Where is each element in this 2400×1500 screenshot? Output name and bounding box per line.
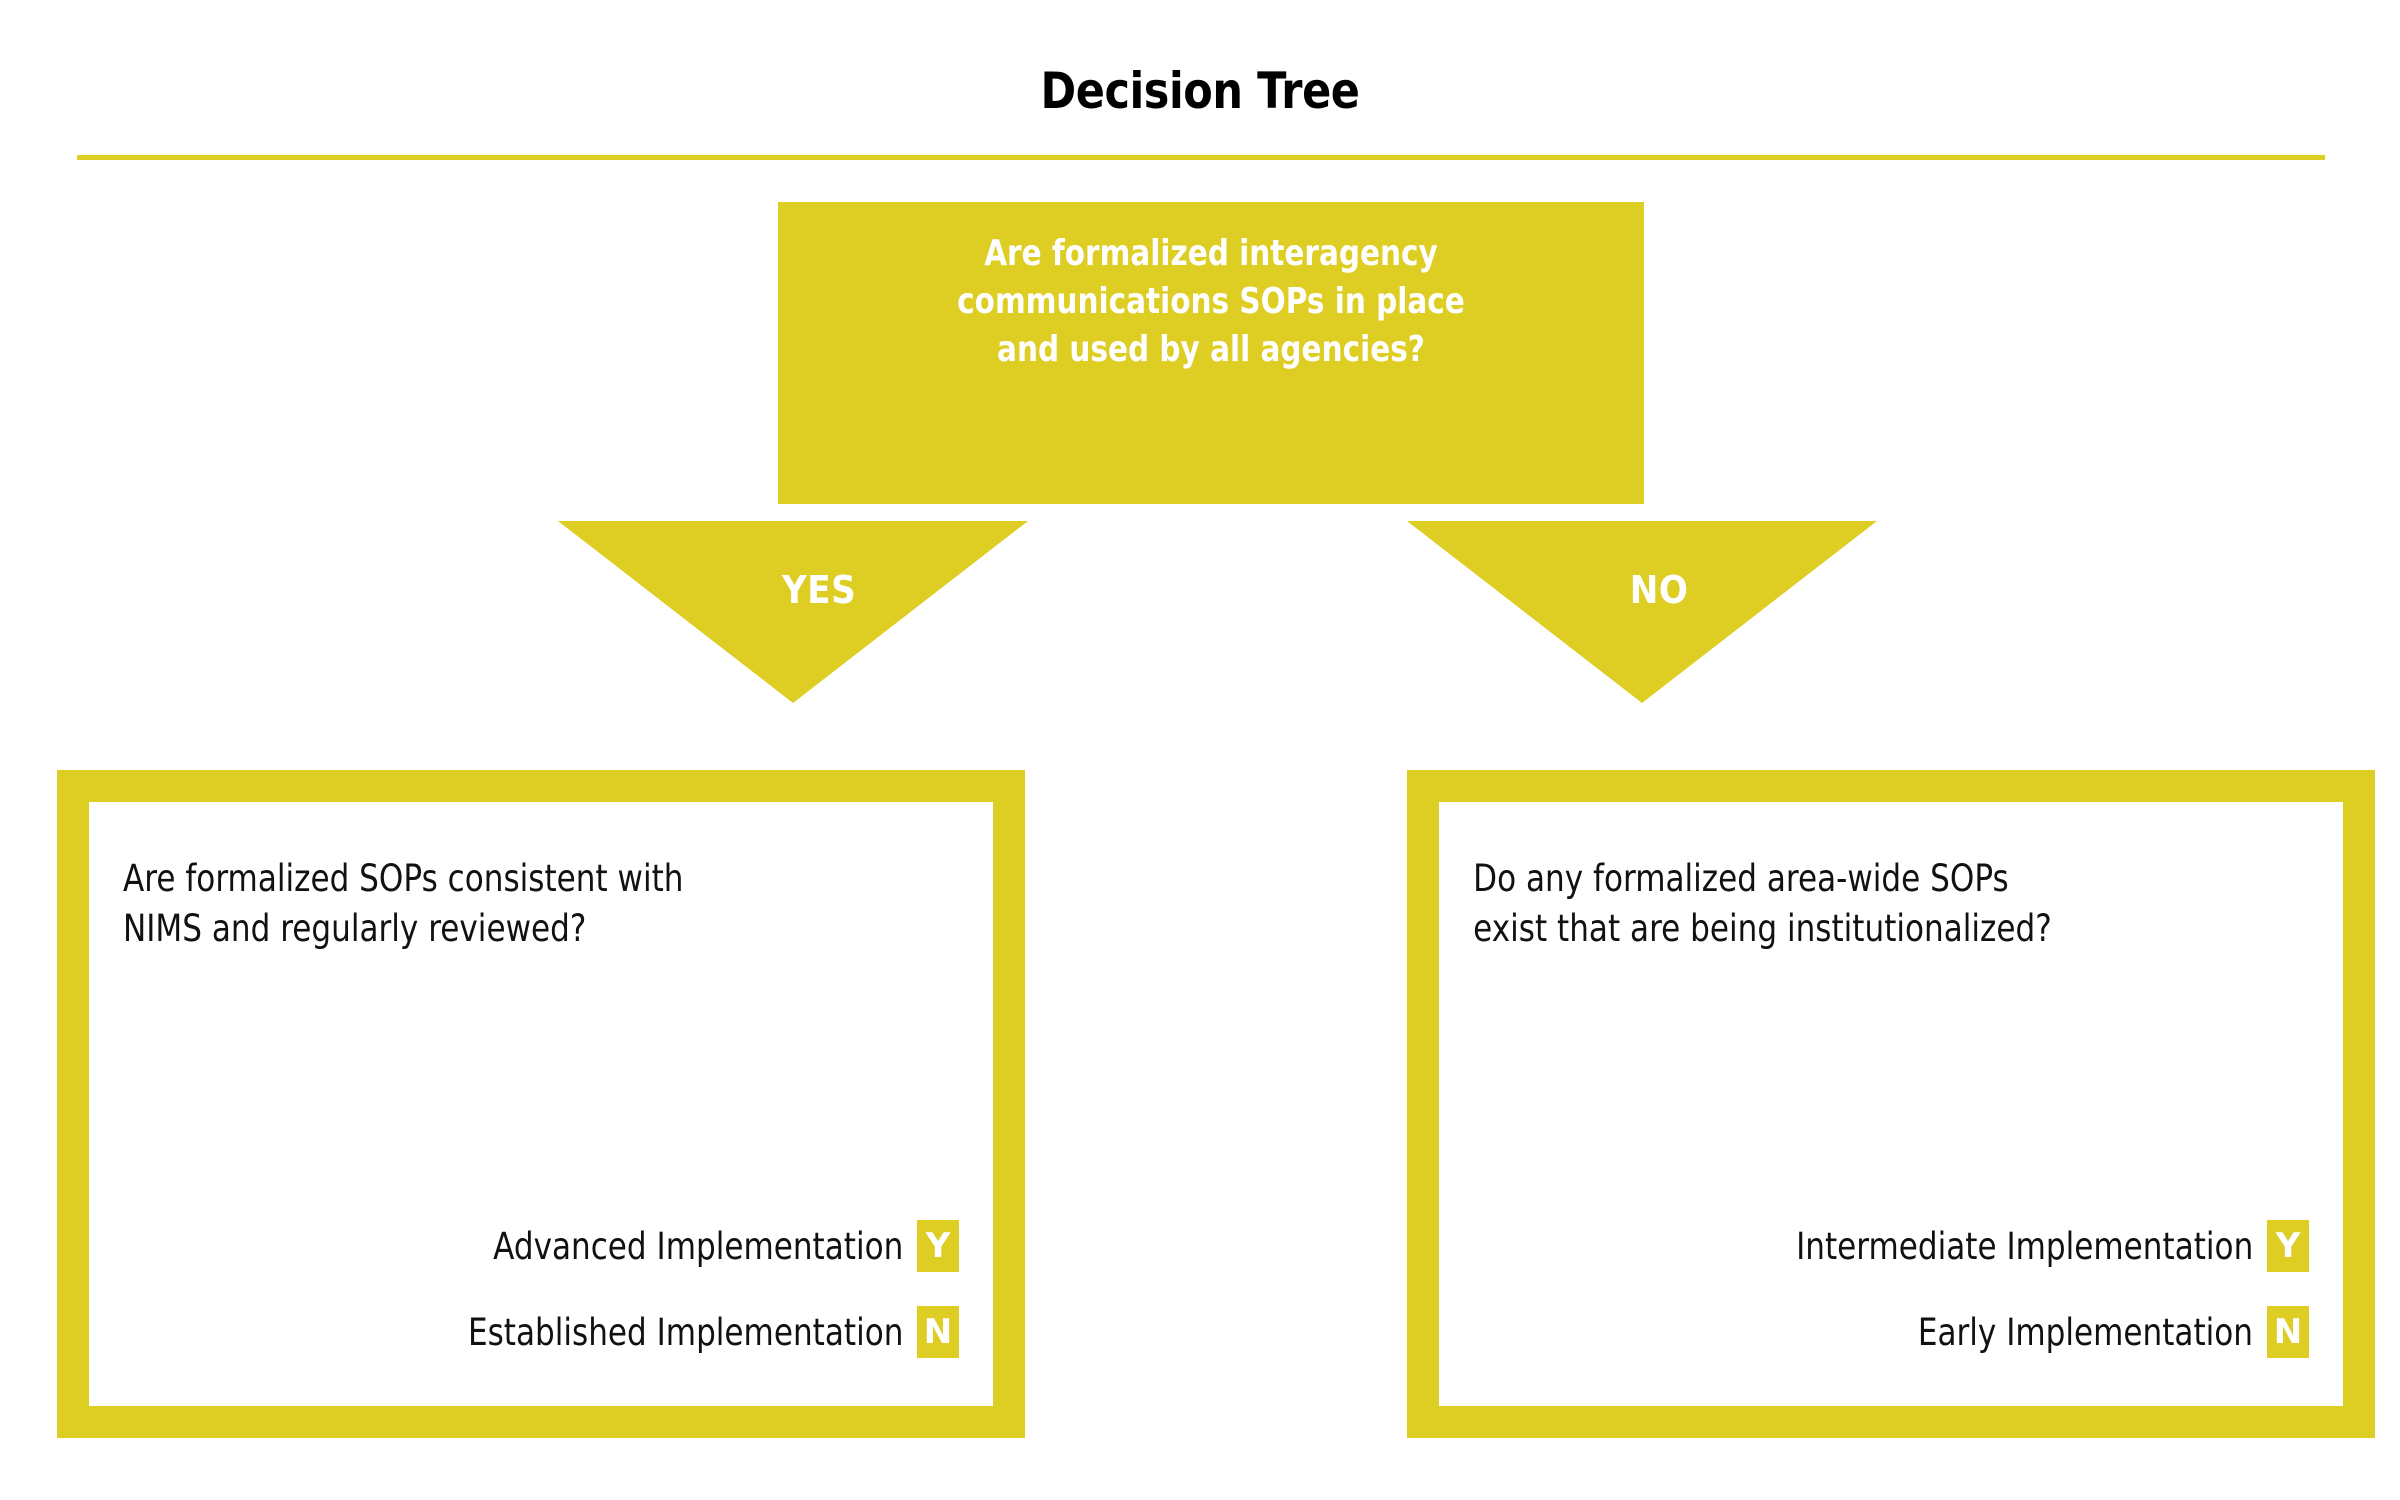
- down-triangle-icon: [1407, 521, 1877, 703]
- root-question-box: Are formalized interagency communication…: [778, 202, 1644, 504]
- result-badge-yes: Y: [917, 1220, 959, 1272]
- result-label: Established Implementation: [467, 1310, 903, 1354]
- result-badge-no: N: [2267, 1306, 2309, 1358]
- down-triangle-icon: [558, 521, 1028, 703]
- outcome-results-list: Advanced Implementation Y Established Im…: [123, 1220, 959, 1358]
- branch-label-no: NO: [1629, 568, 1689, 612]
- branch-arrow-yes: YES: [558, 521, 1028, 703]
- result-badge-no: N: [917, 1306, 959, 1358]
- outcome-question-text: Do any formalized area-wide SOPs exist t…: [1473, 857, 2052, 950]
- outcome-results-list: Intermediate Implementation Y Early Impl…: [1473, 1220, 2309, 1358]
- result-row: Established Implementation N: [123, 1306, 959, 1358]
- result-badge-yes: Y: [2267, 1220, 2309, 1272]
- page-title: Decision Tree: [1040, 62, 1360, 120]
- result-label: Advanced Implementation: [492, 1224, 903, 1268]
- title-divider-rule: [77, 155, 2325, 160]
- result-row: Early Implementation N: [1473, 1306, 2309, 1358]
- branch-label-yes: YES: [782, 568, 857, 612]
- outcome-box-inner: Are formalized SOPs consistent with NIMS…: [89, 802, 993, 1406]
- outcome-box-no: Do any formalized area-wide SOPs exist t…: [1407, 770, 2375, 1438]
- root-question-text: Are formalized interagency communication…: [957, 233, 1465, 370]
- outcome-box-yes: Are formalized SOPs consistent with NIMS…: [57, 770, 1025, 1438]
- result-label: Early Implementation: [1917, 1310, 2253, 1354]
- branch-arrow-no: NO: [1407, 521, 1877, 703]
- outcome-question-text: Are formalized SOPs consistent with NIMS…: [123, 857, 684, 950]
- outcome-box-inner: Do any formalized area-wide SOPs exist t…: [1439, 802, 2343, 1406]
- result-row: Intermediate Implementation Y: [1473, 1220, 2309, 1272]
- result-label: Intermediate Implementation: [1795, 1224, 2253, 1268]
- result-row: Advanced Implementation Y: [123, 1220, 959, 1272]
